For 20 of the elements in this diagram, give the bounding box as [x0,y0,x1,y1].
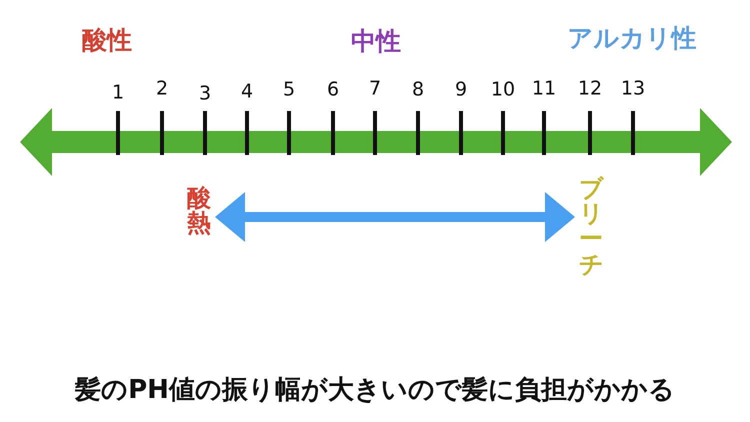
stacked-label: 酸熱 [187,186,211,236]
category-label: 酸性 [82,28,132,52]
caption: 髪のPH値の振り幅が大きいので髪に負担がかかる [75,377,675,403]
tick-label: 8 [412,80,424,100]
tick-label: 2 [156,80,168,98]
tick-label: 4 [240,82,254,102]
tick-label: 9 [454,80,468,100]
category-label: アルカリ性 [568,26,696,50]
tick-label: 5 [282,80,296,100]
tick-label: 11 [532,80,556,98]
category-label: 中性 [351,28,401,54]
tick-label: 12 [578,80,602,98]
tick-label: 7 [368,80,382,98]
double-arrow [215,192,575,242]
tick-label: 10 [490,80,516,100]
tick-label: 13 [620,80,646,98]
tick-label: 6 [326,80,340,100]
tick-label: 3 [198,84,212,104]
tick-label: 1 [112,84,124,102]
stacked-label: ブリーチ [579,176,603,278]
